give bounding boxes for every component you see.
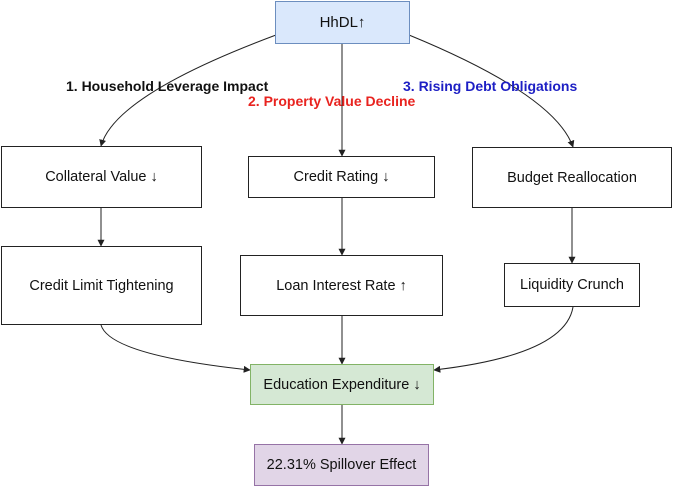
path-3-label: 3. Rising Debt Obligations: [403, 78, 578, 94]
path-2-label: 2. Property Value Decline: [248, 93, 416, 109]
node-budget-reallocation-label: Budget Reallocation: [507, 169, 637, 186]
node-spillover-effect: 22.31% Spillover Effect: [254, 444, 429, 486]
arrow-hhdl-to-budget: [408, 34, 575, 148]
node-education-expenditure: Education Expenditure ↓: [250, 364, 434, 405]
path-1-label: 1. Household Leverage Impact: [66, 78, 269, 94]
arrow-credit-limit-to-education: [100, 324, 251, 373]
node-budget-reallocation: Budget Reallocation: [472, 147, 672, 208]
node-credit-limit-tightening: Credit Limit Tightening: [1, 246, 202, 325]
node-liquidity-crunch: Liquidity Crunch: [504, 263, 640, 307]
node-collateral-value-label: Collateral Value ↓: [45, 169, 158, 185]
node-credit-rating-label: Credit Rating ↓: [293, 169, 390, 185]
node-hhdl-label: HhDL↑: [319, 14, 366, 31]
arrow-hhdl-to-collateral: [99, 34, 277, 147]
node-education-expenditure-label: Education Expenditure ↓: [263, 376, 421, 393]
node-liquidity-crunch-label: Liquidity Crunch: [520, 277, 624, 293]
node-credit-rating: Credit Rating ↓: [248, 156, 435, 198]
node-spillover-effect-label: 22.31% Spillover Effect: [266, 457, 417, 473]
node-collateral-value: Collateral Value ↓: [1, 146, 202, 208]
arrow-liquidity-to-education: [433, 306, 574, 373]
node-hhdl: HhDL↑: [275, 1, 410, 44]
node-loan-interest-rate: Loan Interest Rate ↑: [240, 255, 443, 316]
node-credit-limit-tightening-label: Credit Limit Tightening: [29, 277, 174, 294]
node-loan-interest-rate-label: Loan Interest Rate ↑: [276, 277, 407, 294]
